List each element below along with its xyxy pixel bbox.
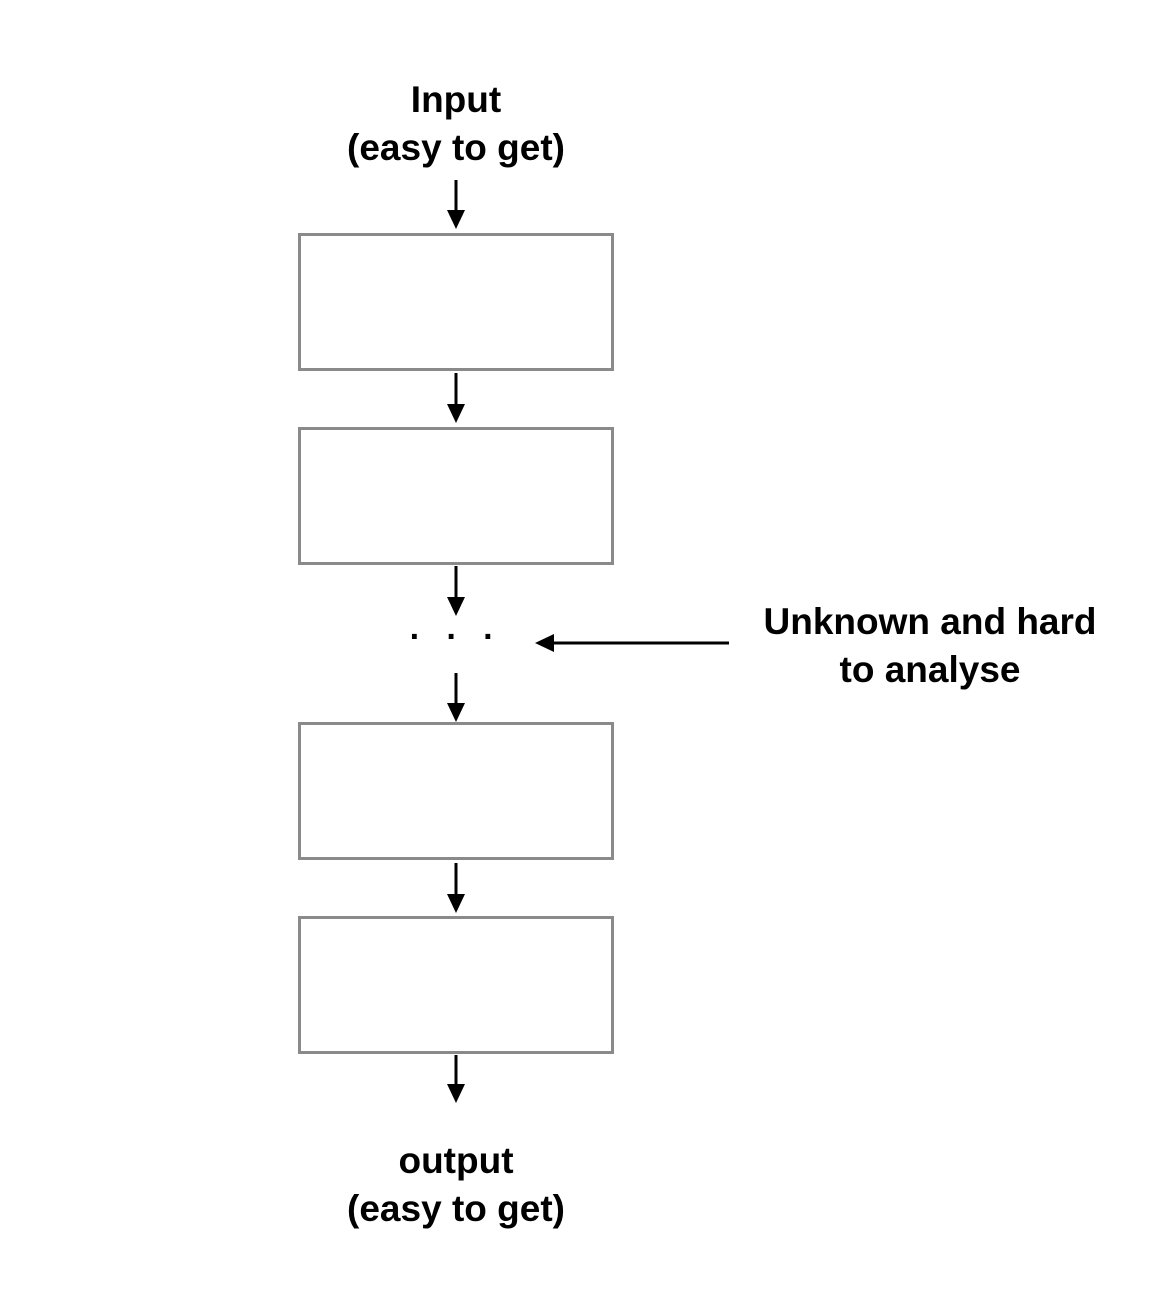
layer-box-4 — [298, 916, 614, 1054]
layer-box-1 — [298, 233, 614, 371]
output-label-line2: (easy to get) — [347, 1188, 565, 1229]
arrow-box3-to-box4 — [447, 863, 465, 913]
arrow-box4-to-output — [447, 1055, 465, 1103]
arrow-ellipsis-to-box3 — [447, 673, 465, 722]
input-label-line1: Input — [410, 79, 502, 120]
arrow-box2-to-ellipsis — [447, 566, 465, 616]
layer-box-2 — [298, 427, 614, 565]
input-label: Input (easy to get) — [306, 76, 606, 172]
hidden-layers-note-line2: to analyse — [839, 649, 1021, 690]
input-label-line2: (easy to get) — [347, 127, 565, 168]
hidden-layers-ellipsis: · · · — [409, 618, 503, 656]
arrow-note-to-ellipsis — [535, 634, 729, 652]
arrow-box1-to-box2 — [447, 373, 465, 423]
hidden-layers-note: Unknown and hard to analyse — [738, 598, 1122, 694]
output-label: output (easy to get) — [306, 1137, 606, 1233]
arrow-input-to-box1 — [447, 180, 465, 229]
output-label-line1: output — [398, 1140, 514, 1181]
hidden-layers-note-line1: Unknown and hard — [763, 601, 1097, 642]
layer-box-3 — [298, 722, 614, 860]
